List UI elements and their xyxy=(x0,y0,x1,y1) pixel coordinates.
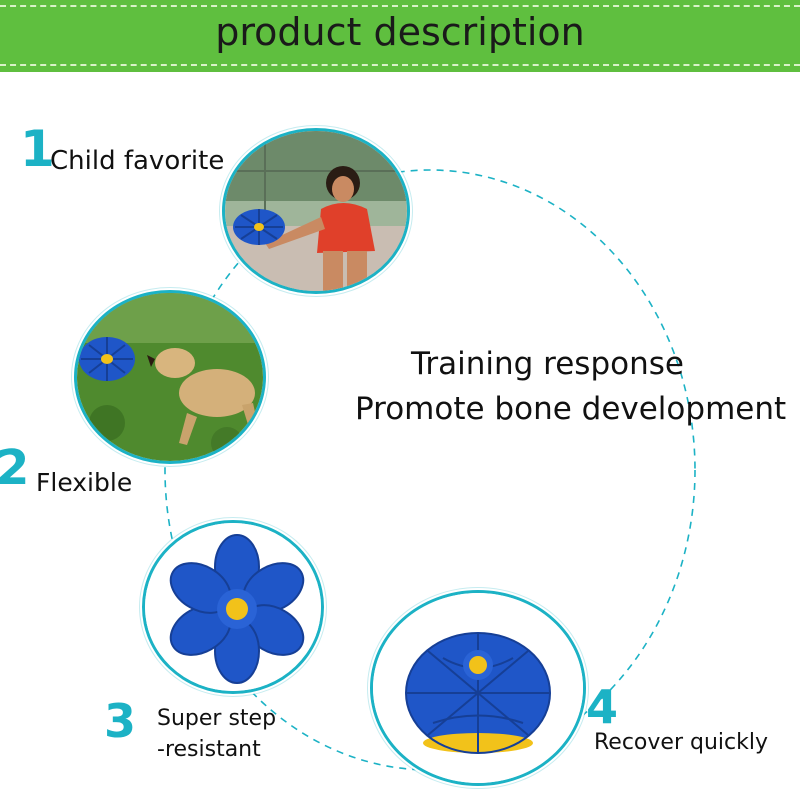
feature-number-4: 4 xyxy=(586,680,619,734)
feature-label-recover-quickly: Recover quickly xyxy=(594,730,768,755)
banner-dashed-line-bottom xyxy=(0,64,800,66)
header-banner: product description xyxy=(0,0,800,72)
flat-ball-circle xyxy=(142,520,324,694)
feature-label-resistant: -resistant xyxy=(157,737,261,762)
feature-label-flexible: Flexible xyxy=(36,468,133,497)
dog-playing-illustration xyxy=(77,293,263,461)
round-ball-circle xyxy=(370,590,586,786)
center-line-training-response: Training response xyxy=(411,346,684,382)
center-line-bone-development: Promote bone development xyxy=(355,390,787,427)
banner-dashed-line-top xyxy=(0,5,800,7)
feature-number-2: 2 xyxy=(0,440,30,496)
child-playing-illustration xyxy=(225,131,407,291)
child-photo-circle xyxy=(222,128,410,294)
dog-photo-circle xyxy=(74,290,266,464)
page-title: product description xyxy=(215,10,585,54)
round-ball-icon xyxy=(373,593,583,783)
center-benefits-text: Training response Promote bone developme… xyxy=(355,342,786,432)
feature-label-child-favorite: Child favorite xyxy=(50,146,225,176)
feature-number-1: 1 xyxy=(20,120,55,178)
feature-number-3: 3 xyxy=(104,694,137,748)
flat-flower-ball-icon xyxy=(145,523,321,691)
feature-label-super-step: Super step xyxy=(157,706,277,731)
